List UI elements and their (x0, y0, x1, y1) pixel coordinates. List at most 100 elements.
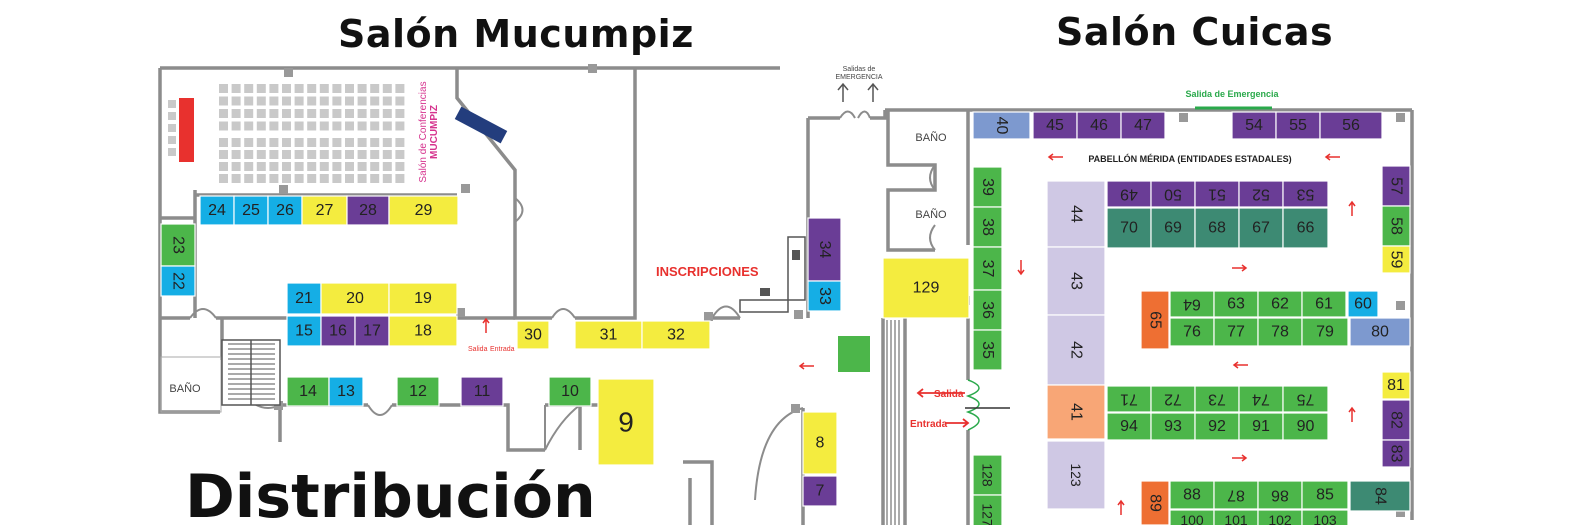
booth-19[interactable]: 19 (388, 282, 458, 315)
booth-16[interactable]: 16 (320, 315, 356, 347)
booth-92[interactable]: 92 (1194, 412, 1240, 441)
booth-35[interactable]: 35 (972, 329, 1003, 371)
booth-123[interactable]: 123 (1046, 440, 1106, 510)
booth-85[interactable]: 85 (1301, 480, 1349, 510)
booth-80[interactable]: 80 (1349, 317, 1411, 347)
booth-7[interactable]: 7 (802, 475, 838, 507)
seat (370, 109, 380, 118)
booth-40[interactable]: 40 (972, 111, 1031, 140)
booth-67[interactable]: 67 (1238, 207, 1284, 249)
booth-57[interactable]: 57 (1381, 165, 1411, 207)
booth-31[interactable]: 31 (574, 320, 643, 350)
booth-37[interactable]: 37 (972, 246, 1003, 291)
booth-fill (199, 195, 235, 226)
booth-100[interactable]: 100 (1169, 509, 1215, 525)
booth-71[interactable]: 71 (1106, 385, 1152, 413)
booth-65[interactable]: 65 (1140, 290, 1170, 350)
booth-83[interactable]: 83 (1381, 439, 1411, 468)
booth-44[interactable]: 44 (1046, 180, 1106, 248)
booth-20[interactable]: 20 (320, 282, 390, 315)
booth-24[interactable]: 24 (199, 195, 235, 226)
booth-89[interactable]: 89 (1140, 480, 1170, 525)
booth-54[interactable]: 54 (1231, 111, 1277, 140)
booth-74[interactable]: 74 (1238, 385, 1284, 413)
booth-70[interactable]: 70 (1106, 207, 1152, 249)
booth-14[interactable]: 14 (286, 376, 330, 407)
booth-33[interactable]: 33 (807, 280, 842, 312)
booth-49[interactable]: 49 (1106, 180, 1152, 208)
booth-55[interactable]: 55 (1275, 111, 1321, 140)
booth-59[interactable]: 59 (1381, 245, 1411, 274)
booth-13[interactable]: 13 (328, 376, 364, 407)
booth-15[interactable]: 15 (286, 315, 322, 347)
booth-53[interactable]: 53 (1282, 180, 1329, 208)
booth-21[interactable]: 21 (286, 282, 322, 315)
seat (269, 174, 279, 183)
booth-41[interactable]: 41 (1046, 384, 1106, 440)
booth-17[interactable]: 17 (354, 315, 390, 347)
booth-81[interactable]: 81 (1381, 371, 1411, 400)
booth-90[interactable]: 90 (1282, 412, 1329, 441)
booth-84[interactable]: 84 (1349, 480, 1411, 512)
booth-62[interactable]: 62 (1257, 290, 1303, 318)
booth-27[interactable]: 27 (301, 195, 348, 226)
booth-43[interactable]: 43 (1046, 246, 1106, 316)
booth-47[interactable]: 47 (1120, 111, 1166, 140)
booth-82[interactable]: 82 (1381, 399, 1411, 441)
booth-127[interactable]: 127 (972, 494, 1003, 525)
booth-45[interactable]: 45 (1032, 111, 1078, 140)
booth-22[interactable]: 22 (160, 265, 196, 297)
booth-11[interactable]: 11 (460, 376, 504, 407)
booth-60[interactable]: 60 (1347, 290, 1379, 318)
booth-25[interactable]: 25 (233, 195, 269, 226)
booth-75[interactable]: 75 (1282, 385, 1329, 413)
booth-8[interactable]: 8 (802, 411, 838, 475)
booth-51[interactable]: 51 (1194, 180, 1240, 208)
booth-34[interactable]: 34 (807, 217, 842, 282)
booth-9[interactable]: 9 (597, 378, 655, 466)
booth-28[interactable]: 28 (346, 195, 390, 226)
booth-128[interactable]: 128 (972, 454, 1003, 496)
booth-87[interactable]: 87 (1213, 480, 1259, 510)
booth-12[interactable]: 12 (396, 376, 440, 407)
booth-30[interactable]: 30 (516, 320, 550, 350)
booth-42[interactable]: 42 (1046, 314, 1106, 386)
booth-18[interactable]: 18 (388, 315, 458, 347)
booth-72[interactable]: 72 (1150, 385, 1196, 413)
booth-79[interactable]: 79 (1301, 317, 1349, 347)
booth-39[interactable]: 39 (972, 166, 1003, 208)
booth-52[interactable]: 52 (1238, 180, 1284, 208)
booth-66[interactable]: 66 (1282, 207, 1329, 249)
booth-29[interactable]: 29 (388, 195, 459, 226)
booth-26[interactable]: 26 (267, 195, 303, 226)
booth-23[interactable]: 23 (160, 223, 196, 267)
booth-50[interactable]: 50 (1150, 180, 1196, 208)
booth-78[interactable]: 78 (1257, 317, 1303, 347)
booth-91[interactable]: 91 (1238, 412, 1284, 441)
booth-73[interactable]: 73 (1194, 385, 1240, 413)
booth-63[interactable]: 63 (1213, 290, 1259, 318)
booth-88[interactable]: 88 (1169, 480, 1215, 510)
booth-76[interactable]: 76 (1169, 317, 1215, 347)
booth-64[interactable]: 64 (1169, 290, 1215, 318)
booth-46[interactable]: 46 (1076, 111, 1122, 140)
booth-101[interactable]: 101 (1213, 509, 1259, 525)
booth-68[interactable]: 68 (1194, 207, 1240, 249)
booth-129[interactable]: 129 (882, 257, 970, 319)
booth-102[interactable]: 102 (1257, 509, 1303, 525)
entry-small-label: Entrada (490, 346, 515, 353)
booth-36[interactable]: 36 (972, 289, 1003, 331)
booth-94[interactable]: 94 (1106, 412, 1152, 441)
booth-103[interactable]: 103 (1301, 509, 1349, 525)
booth-93[interactable]: 93 (1150, 412, 1196, 441)
booth-86[interactable]: 86 (1257, 480, 1303, 510)
booth-69[interactable]: 69 (1150, 207, 1196, 249)
booth-32[interactable]: 32 (641, 320, 711, 350)
booth-58[interactable]: 58 (1381, 205, 1411, 247)
booth-61[interactable]: 61 (1301, 290, 1347, 318)
booth-56[interactable]: 56 (1319, 111, 1383, 140)
seat (357, 84, 367, 93)
booth-77[interactable]: 77 (1213, 317, 1259, 347)
booth-38[interactable]: 38 (972, 206, 1003, 248)
booth-10[interactable]: 10 (548, 376, 592, 407)
